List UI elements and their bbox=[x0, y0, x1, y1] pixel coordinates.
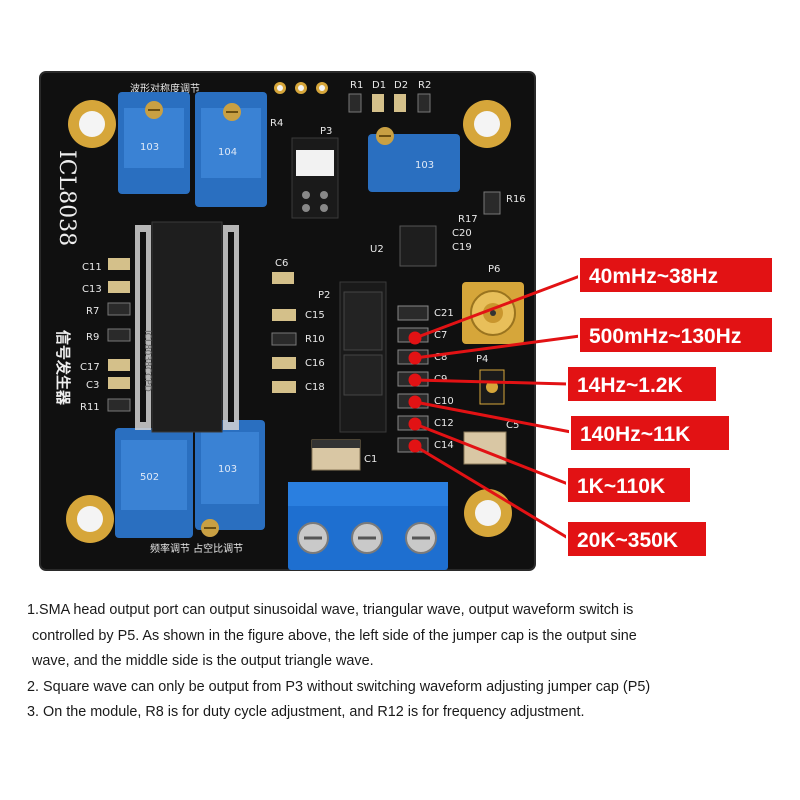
svg-text:R17: R17 bbox=[458, 214, 478, 225]
svg-text:103: 103 bbox=[140, 142, 159, 153]
silk-bottom-chinese: 频率调节 占空比调节 bbox=[150, 542, 243, 555]
svg-text:P3: P3 bbox=[320, 126, 332, 137]
svg-text:502: 502 bbox=[140, 472, 159, 483]
svg-text:C6: C6 bbox=[275, 258, 288, 269]
pot-bottom-left: 502 bbox=[115, 428, 193, 538]
svg-text:C14: C14 bbox=[434, 440, 454, 451]
note-line-4: 2. Square wave can only be output from P… bbox=[27, 678, 651, 695]
svg-text:ICL8038CCPD: ICL8038CCPD bbox=[142, 330, 152, 392]
note-line-1: 1.SMA head output port can output sinuso… bbox=[27, 602, 634, 618]
freq-range-label-4: 140Hz~11K bbox=[569, 414, 731, 452]
svg-text:C17: C17 bbox=[80, 362, 100, 373]
svg-text:R16: R16 bbox=[506, 194, 526, 205]
svg-text:R10: R10 bbox=[305, 334, 325, 345]
board-photo: 波形对称度调节 频率调节 占空比调节 ICL8038 信号发生器 103 104… bbox=[39, 71, 581, 571]
pot-top-middle: 104 bbox=[195, 92, 267, 207]
svg-text:R2: R2 bbox=[418, 80, 431, 91]
svg-text:103: 103 bbox=[415, 160, 434, 171]
svg-text:C7: C7 bbox=[434, 330, 447, 341]
jumper-p3: P3 R4 bbox=[270, 118, 339, 219]
leader-lines bbox=[408, 274, 581, 540]
pot-bottom-middle: 103 bbox=[195, 420, 265, 537]
svg-text:C19: C19 bbox=[452, 242, 472, 253]
svg-text:D2: D2 bbox=[394, 80, 408, 91]
top-pads bbox=[274, 82, 328, 94]
svg-text:U2: U2 bbox=[370, 244, 384, 255]
svg-text:C15: C15 bbox=[305, 310, 325, 321]
freq-range-label-5: 1K~110K bbox=[566, 466, 692, 504]
svg-text:C16: C16 bbox=[305, 358, 325, 369]
svg-text:R9: R9 bbox=[86, 332, 99, 343]
pot-top-left: 103 bbox=[118, 92, 190, 194]
pot-top-right: 103 bbox=[368, 127, 460, 192]
note-line-3: wave, and the middle side is the output … bbox=[32, 653, 374, 669]
svg-text:C12: C12 bbox=[434, 418, 454, 429]
freq-range-label-2: 500mHz~130Hz bbox=[578, 316, 774, 354]
note-line-2: controlled by P5. As shown in the figure… bbox=[32, 627, 637, 644]
svg-text:R1: R1 bbox=[350, 80, 363, 91]
svg-text:D1: D1 bbox=[372, 80, 386, 91]
svg-text:C8: C8 bbox=[434, 352, 447, 363]
smd-middle: C6 C15 R10 C16 C18 bbox=[271, 258, 325, 393]
svg-text:103: 103 bbox=[218, 464, 237, 475]
svg-text:R4: R4 bbox=[270, 118, 283, 129]
svg-text:C11: C11 bbox=[82, 262, 102, 273]
description-notes: 1.SMA head output port can output sinuso… bbox=[27, 598, 787, 726]
jumper-p2: P2 bbox=[318, 281, 387, 433]
svg-text:R11: R11 bbox=[80, 402, 100, 413]
svg-text:C18: C18 bbox=[305, 382, 325, 393]
screw-terminal bbox=[288, 482, 448, 570]
svg-text:C13: C13 bbox=[82, 284, 102, 295]
svg-text:C1: C1 bbox=[364, 454, 377, 465]
svg-text:R7: R7 bbox=[86, 306, 99, 317]
svg-text:C20: C20 bbox=[452, 228, 472, 239]
sma-connector bbox=[462, 282, 524, 344]
svg-text:C5: C5 bbox=[506, 420, 519, 431]
mount-holes bbox=[66, 100, 512, 543]
chip-name-silk: ICL8038 bbox=[54, 150, 79, 246]
electrolytic-caps: C1 C5 bbox=[311, 420, 519, 471]
note-line-5: 3. On the module, R8 is for duty cycle a… bbox=[27, 704, 585, 720]
silk-top-chinese: 波形对称度调节 bbox=[130, 82, 200, 95]
svg-text:P4: P4 bbox=[476, 354, 488, 365]
svg-text:P6: P6 bbox=[488, 264, 500, 275]
freq-range-label-3: 14Hz~1.2K bbox=[566, 365, 718, 403]
svg-text:C21: C21 bbox=[434, 308, 454, 319]
freq-range-label-6: 20K~350K bbox=[566, 520, 708, 558]
freq-range-label-1: 40mHz~38Hz bbox=[578, 256, 774, 294]
svg-text:C3: C3 bbox=[86, 380, 99, 391]
dip-ic-icl8038: ICL8038CCPD bbox=[135, 221, 239, 433]
side-chinese-silk: 信号发生器 bbox=[54, 330, 72, 406]
svg-text:P2: P2 bbox=[318, 290, 330, 301]
smd-left: C11 C13 R7 R9 C17 C3 R11 bbox=[80, 258, 131, 413]
svg-text:C10: C10 bbox=[434, 396, 454, 407]
p4-pad: P4 bbox=[476, 354, 505, 405]
svg-text:104: 104 bbox=[218, 147, 237, 158]
